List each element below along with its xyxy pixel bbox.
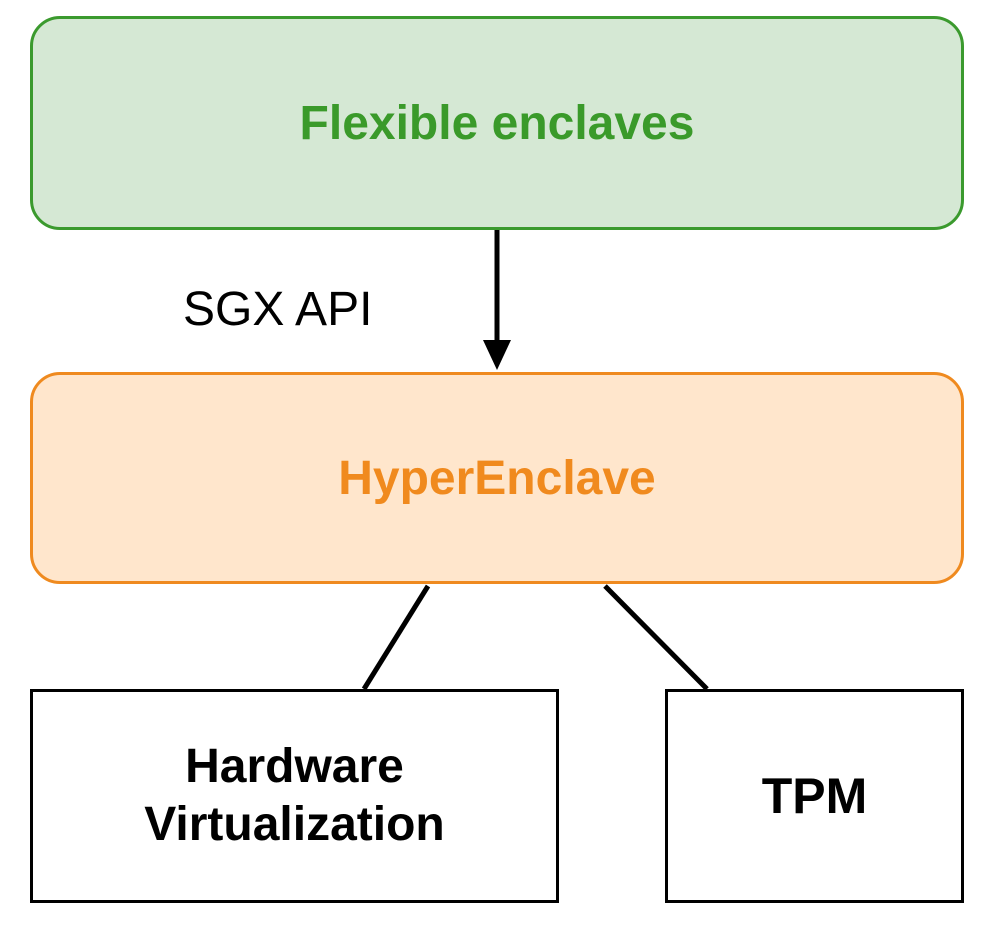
hardware-label-line2: Virtualization (144, 798, 445, 851)
hardware-label-line1: Hardware (185, 740, 404, 794)
tpm-node: TPM (665, 689, 964, 903)
hyperenclave-node: HyperEnclave (30, 372, 964, 584)
tpm-label: TPM (761, 768, 868, 824)
hyperenclave-label: HyperEnclave (338, 451, 656, 505)
api-arrow-head (483, 340, 511, 370)
sgx-api-label: SGX API (183, 283, 373, 336)
hyper-to-hardware-line (361, 584, 431, 691)
flexible-enclaves-node: Flexible enclaves (30, 16, 964, 230)
hardware-virtualization-node: Hardware Virtualization (30, 689, 559, 903)
flexible-enclaves-label: Flexible enclaves (299, 96, 695, 150)
hyper-to-tpm-line (603, 584, 709, 691)
